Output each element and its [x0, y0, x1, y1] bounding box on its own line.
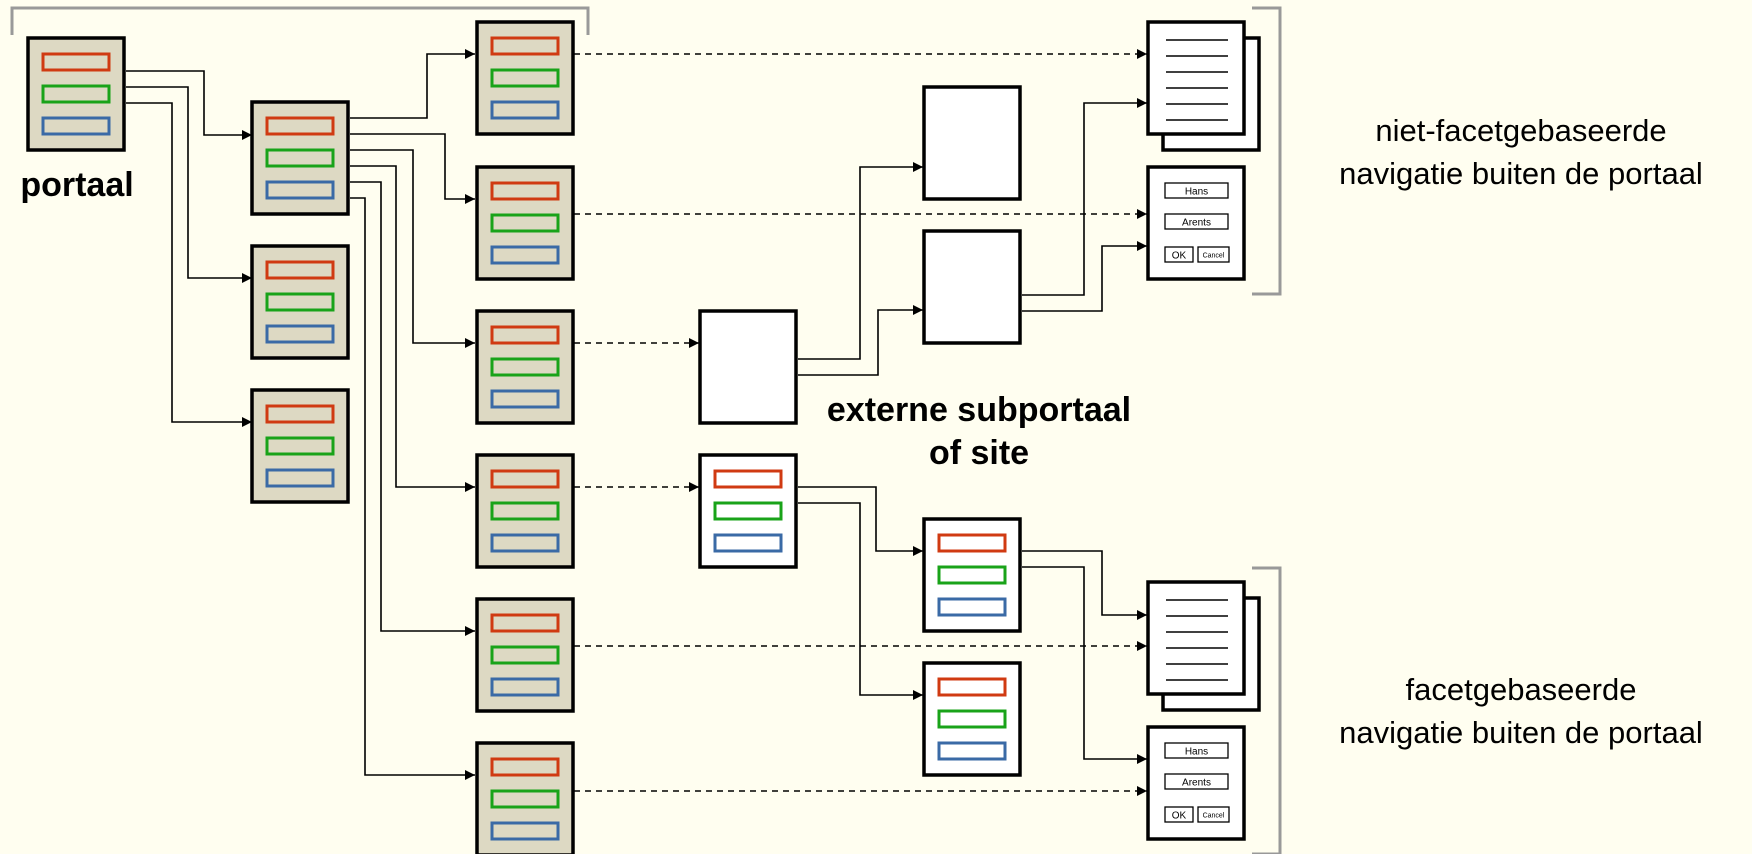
document-stack-icon-bottom [1146, 580, 1261, 712]
facet-label-line1: facetgebaseerde [1406, 672, 1637, 707]
external-child-page-top [922, 85, 1022, 201]
portal-page-l1-mid [250, 244, 350, 360]
form-field-1: Hans [1185, 187, 1208, 198]
portal-page-l2-5 [475, 597, 575, 713]
external-facet-child-top [922, 517, 1022, 633]
portal-page-root [26, 36, 126, 152]
portal-page-l2-3 [475, 309, 575, 425]
form-ok-button: OK [1172, 811, 1187, 822]
external-facet-page [698, 453, 798, 569]
form-cancel-button: Cancel [1203, 253, 1225, 260]
external-child-page-bottom [922, 229, 1022, 345]
portal-page-l1-top [250, 100, 350, 216]
nonfacet-label-line2: navigatie buiten de portaal [1339, 156, 1703, 191]
form-cancel-button: Cancel [1203, 813, 1225, 820]
portal-page-l2-2 [475, 165, 575, 281]
form-field-1: Hans [1185, 747, 1208, 758]
facet-label-line2: navigatie buiten de portaal [1339, 715, 1703, 750]
dashed-connectors [574, 49, 1147, 796]
facet-bracket [1252, 566, 1282, 854]
form-icon-bottom: Hans Arents OK Cancel [1146, 725, 1246, 841]
form-field-2: Arents [1182, 218, 1211, 229]
external-subportal-label-line2: of site [929, 434, 1029, 472]
connectors [126, 49, 1147, 780]
portal-page-l2-1 [475, 20, 575, 136]
external-page [698, 309, 798, 425]
form-icon-top: Hans Arents OK Cancel [1146, 165, 1246, 281]
nonfacet-bracket [1252, 6, 1282, 296]
portaal-label: portaal [20, 166, 133, 204]
form-field-2: Arents [1182, 778, 1211, 789]
external-subportal-label-line1: externe subportaal [827, 391, 1131, 429]
external-facet-child-bottom [922, 661, 1022, 777]
nonfacet-label-line1: niet-facetgebaseerde [1375, 113, 1666, 148]
portal-page-l2-6 [475, 741, 575, 854]
document-stack-icon-top [1146, 20, 1261, 152]
portal-page-l2-4 [475, 453, 575, 569]
top-bracket [10, 6, 590, 35]
form-ok-button: OK [1172, 251, 1187, 262]
portal-page-l1-bottom [250, 388, 350, 504]
